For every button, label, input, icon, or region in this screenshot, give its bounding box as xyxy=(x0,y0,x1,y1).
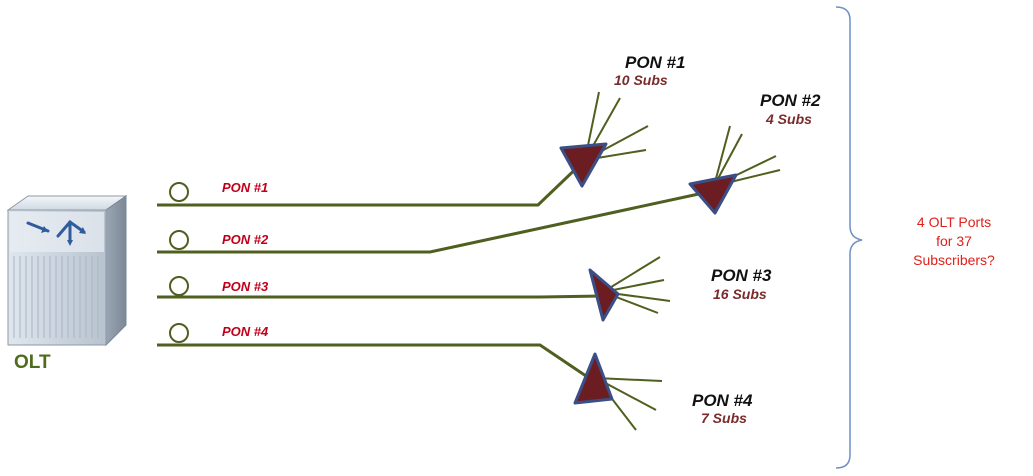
splitter-1-subs-label: 10 Subs xyxy=(614,72,668,88)
port-1-connector-icon xyxy=(169,182,189,202)
splitter-1-pon-label: PON #1 xyxy=(625,53,685,72)
splitter-4-subs-label: 7 Subs xyxy=(701,410,747,426)
fiber-line-2 xyxy=(157,190,709,254)
splitter-2-pon-label: PON #2 xyxy=(760,91,821,110)
splitter-3-icon xyxy=(588,268,620,322)
summary-brace xyxy=(835,6,863,469)
fiber-lines xyxy=(157,158,709,380)
port-2-connector-icon xyxy=(169,230,189,250)
splitter-1-icon xyxy=(559,142,608,188)
drop-fibers xyxy=(584,91,781,431)
splitter-4-pon-label: PON #4 xyxy=(692,391,753,410)
olt-ports xyxy=(169,182,189,343)
olt-label: OLT xyxy=(14,352,51,373)
summary-note: 4 OLT Ports for 37 Subscribers? xyxy=(913,214,995,268)
fiber-line-3 xyxy=(157,294,604,299)
splitter-2-icon xyxy=(688,173,738,215)
port-3-connector-icon xyxy=(169,276,189,296)
port-4-label: PON #4 xyxy=(222,324,269,339)
port-3-label: PON #3 xyxy=(222,279,269,294)
port-4-connector-icon xyxy=(169,323,189,343)
splitter-4-icon xyxy=(573,352,614,405)
olt-device-icon xyxy=(6,195,128,347)
splitter-2-subs-label: 4 Subs xyxy=(765,111,812,127)
summary-line-3: Subscribers? xyxy=(913,252,995,268)
splitter-3-subs-label: 16 Subs xyxy=(713,286,767,302)
fiber-line-4 xyxy=(157,343,590,380)
port-2-label: PON #2 xyxy=(222,232,269,247)
summary-line-2: for 37 xyxy=(936,233,972,249)
summary-line-1: 4 OLT Ports xyxy=(917,214,991,230)
port-1-label: PON #1 xyxy=(222,180,268,195)
splitter-3-pon-label: PON #3 xyxy=(711,266,772,285)
fiber-line-1 xyxy=(157,158,587,207)
